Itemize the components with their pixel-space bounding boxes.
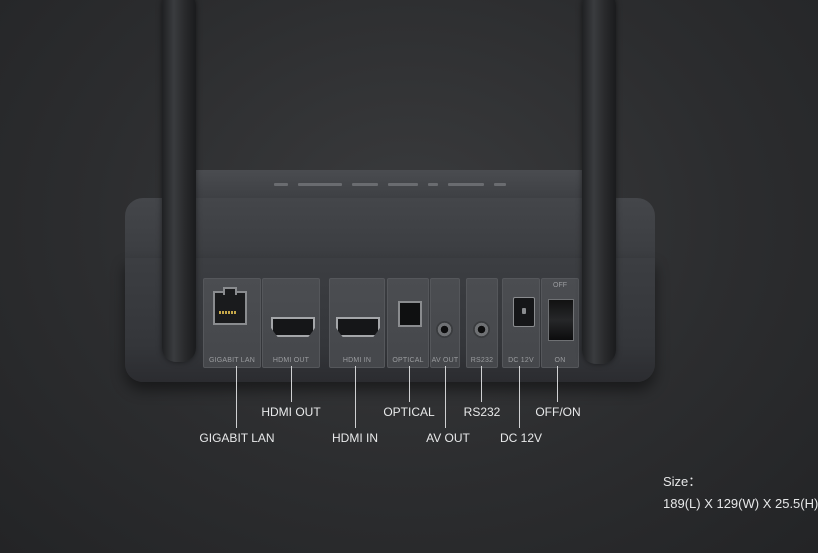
callout-line-rs232	[481, 366, 482, 402]
port-hdmi-in: HDMI IN	[329, 278, 385, 368]
audio-jack-icon	[436, 321, 453, 338]
hdmi-port-icon	[271, 317, 315, 337]
port-label: HDMI IN	[342, 357, 372, 364]
callout-gigabit-lan: GIGABIT LAN	[199, 431, 275, 445]
callout-rs232: RS232	[463, 405, 501, 419]
callout-line-gigabit-lan	[236, 366, 237, 428]
antenna-right	[582, 0, 616, 364]
ethernet-port-icon	[213, 287, 247, 325]
port-dc-12v: DC 12V	[502, 278, 540, 368]
callout-dc-12v: DC 12V	[499, 431, 543, 445]
port-label: DC 12V	[508, 357, 534, 364]
port-gigabit-lan: GIGABIT LAN	[203, 278, 261, 368]
switch-off-label: OFF	[553, 282, 567, 289]
size-value: 189(L) X 129(W) X 25.5(H)	[663, 496, 818, 511]
callout-off-on: OFF/ON	[535, 405, 581, 419]
callout-line-hdmi-in	[355, 366, 356, 428]
callout-line-dc-12v	[519, 366, 520, 428]
port-label: HDMI OUT	[272, 357, 310, 364]
power-switch: OFF ON	[541, 278, 579, 368]
port-optical: OPTICAL	[387, 278, 429, 368]
port-label: GIGABIT LAN	[208, 357, 256, 364]
callout-line-hdmi-out	[291, 366, 292, 402]
antenna-left	[162, 0, 196, 362]
port-label: OPTICAL	[392, 357, 424, 364]
product-image: GIGABIT LAN HDMI OUT HDMI IN OPTICAL AV …	[125, 0, 818, 511]
hdmi-port-icon	[336, 317, 380, 337]
serial-jack-icon	[473, 321, 490, 338]
device-top-labels	[230, 178, 550, 190]
rocker-switch-icon	[548, 299, 574, 341]
callout-hdmi-in: HDMI IN	[332, 431, 378, 445]
callout-line-av-out	[445, 366, 446, 428]
port-hdmi-out: HDMI OUT	[262, 278, 320, 368]
callout-line-off-on	[557, 366, 558, 402]
callout-hdmi-out: HDMI OUT	[261, 405, 321, 419]
callout-optical: OPTICAL	[383, 405, 435, 419]
port-label: AV OUT	[431, 357, 459, 364]
port-label: RS232	[470, 357, 494, 364]
size-title: Size：	[663, 474, 702, 489]
callout-av-out: AV OUT	[426, 431, 470, 445]
callout-line-optical	[409, 366, 410, 402]
port-rs232: RS232	[466, 278, 498, 368]
optical-port-icon	[398, 301, 422, 327]
power-jack-icon	[513, 297, 535, 327]
device-upper-face	[125, 198, 655, 258]
switch-on-label: ON	[554, 357, 566, 364]
port-av-out: AV OUT	[430, 278, 460, 368]
